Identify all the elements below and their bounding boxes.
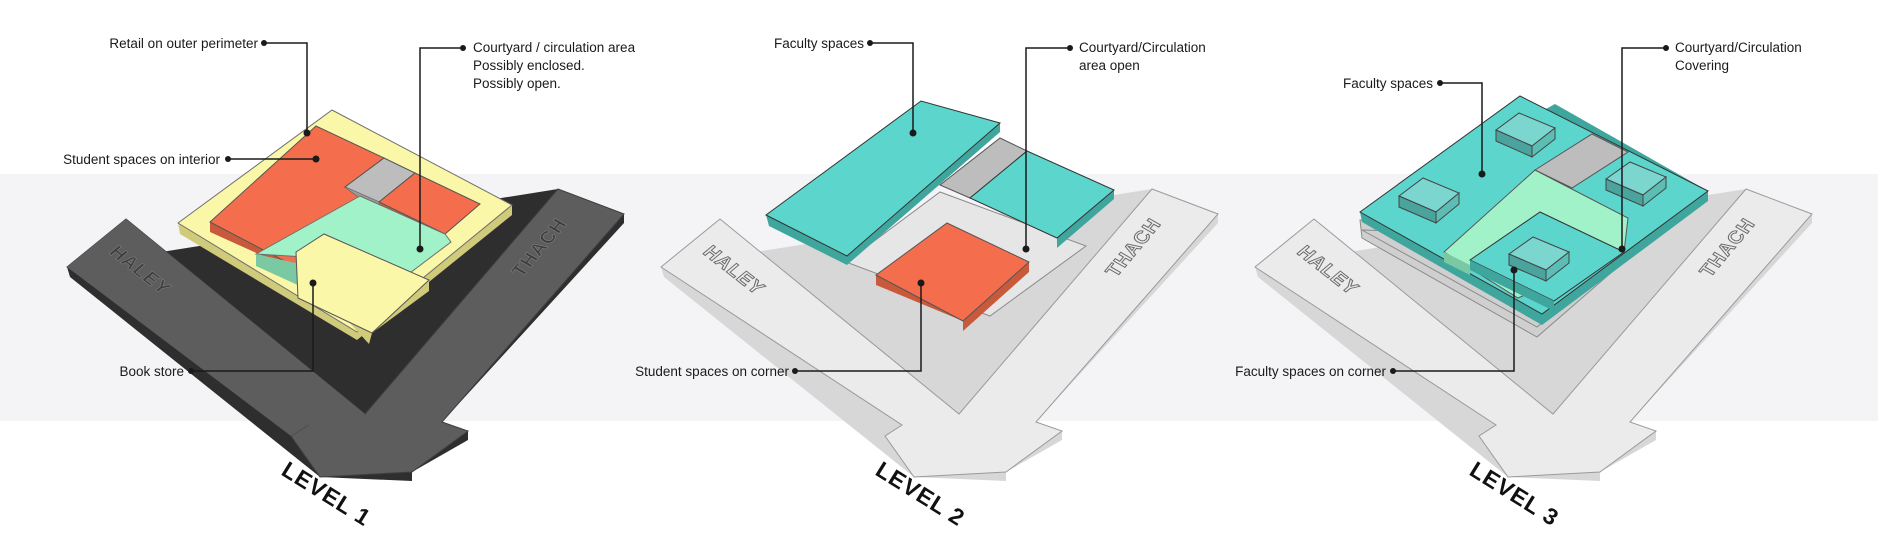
label-faculty-spaces: Faculty spaces [774, 36, 864, 51]
circulation-grey-block [1533, 133, 1630, 189]
label-student-spaces-corner: Student spaces on corner [635, 364, 789, 379]
book-store-block [295, 233, 430, 344]
panel-level-3: HALEY THACH [1235, 40, 1813, 531]
campus-footprint [66, 188, 625, 481]
panel-level-1: HALEY THACH [63, 36, 639, 531]
campus-footprint [660, 188, 1219, 481]
rooftop-box [1495, 112, 1556, 159]
label-book-store: Book store [119, 364, 184, 379]
faculty-spaces-block [765, 100, 1002, 265]
panel-level-2: HALEY THACH Faculty spaces [635, 36, 1219, 531]
leader-lines [1390, 45, 1669, 374]
student-spaces-corner-block [875, 222, 1030, 331]
rooftop-box [1398, 177, 1460, 225]
label-student-spaces-interior: Student spaces on interior [63, 152, 220, 167]
label-faculty-spaces: Faculty spaces [1343, 76, 1433, 91]
label-faculty-spaces-corner: Faculty spaces on corner [1235, 364, 1386, 379]
label-courtyard-circulation: Courtyard / circulation area Possibly en… [473, 40, 639, 91]
leader-lines [792, 40, 1073, 374]
rooftop-box [1507, 236, 1570, 283]
label-retail-outer-perimeter: Retail on outer perimeter [109, 36, 258, 51]
leader-lines [188, 40, 466, 374]
faculty-spaces-corner-block [969, 150, 1115, 248]
label-courtyard-circulation: Courtyard/Circulation area open [1079, 40, 1210, 73]
label-courtyard-circulation: Courtyard/Circulation Covering [1675, 40, 1806, 73]
student-spaces-corner-block [378, 172, 481, 242]
